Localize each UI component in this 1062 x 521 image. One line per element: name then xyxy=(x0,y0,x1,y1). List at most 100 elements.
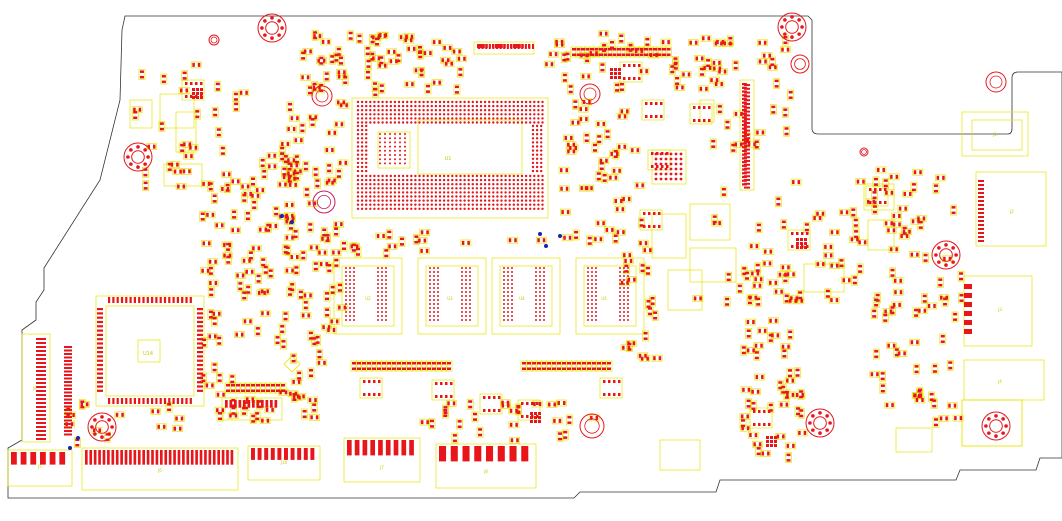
mounting-via xyxy=(797,32,801,36)
ic-ball xyxy=(659,157,663,161)
memory-ball xyxy=(591,271,593,273)
connector-pin xyxy=(270,448,275,460)
smd-pad xyxy=(756,447,761,450)
connector-pin xyxy=(225,400,228,408)
smd-pad xyxy=(302,410,307,413)
smd-pad xyxy=(357,362,361,365)
ic-ball xyxy=(654,167,658,171)
smd-outline xyxy=(420,360,428,372)
connector-pin xyxy=(370,440,375,456)
cpu-ball xyxy=(384,162,386,165)
board-outline xyxy=(7,15,1062,499)
smd-pad xyxy=(366,65,371,68)
smd-outline xyxy=(545,360,553,372)
smd-outline xyxy=(619,107,630,115)
smd-pad xyxy=(788,90,793,94)
connector-pin xyxy=(64,419,72,422)
smd-pad xyxy=(771,105,776,109)
smd-outline xyxy=(711,65,723,72)
smd-pad xyxy=(507,403,510,408)
memory-ball xyxy=(385,299,387,301)
cpu-ball xyxy=(535,153,539,156)
memory-ball xyxy=(461,311,463,313)
cpu-ball xyxy=(426,174,429,178)
smd-pad xyxy=(266,223,271,227)
smd-pad xyxy=(675,85,679,90)
smd-pad xyxy=(653,316,658,320)
smd-outline xyxy=(329,284,337,296)
smd-pad xyxy=(200,212,205,216)
smd-pad xyxy=(197,62,201,67)
smd-pad xyxy=(693,296,697,301)
smd-pad xyxy=(872,199,876,204)
smd-pad xyxy=(932,399,937,402)
connector-pin xyxy=(85,450,88,465)
smd-pad xyxy=(892,222,896,227)
memory-ball xyxy=(595,295,597,297)
connector-pin xyxy=(256,400,260,408)
smd-pad xyxy=(854,235,859,239)
memory-outline xyxy=(575,257,645,335)
cpu-ball xyxy=(492,178,495,182)
smd-pad xyxy=(256,193,260,198)
smd-pad xyxy=(313,31,318,34)
smd-pad xyxy=(259,227,262,232)
cpu-ball xyxy=(535,133,539,136)
smd-outline xyxy=(872,176,880,188)
cpu-ball xyxy=(467,207,470,210)
smd-pad xyxy=(746,399,751,403)
connector-pin xyxy=(195,450,198,465)
cpu-ball xyxy=(384,158,386,161)
cpu-ball xyxy=(529,191,532,194)
cpu-ball xyxy=(531,157,535,160)
memory-ball xyxy=(345,319,347,321)
memory-ball xyxy=(381,267,383,269)
smd-pad xyxy=(288,182,292,187)
smd-outline xyxy=(316,349,323,360)
smd-pad xyxy=(293,235,298,239)
smd-outline xyxy=(709,138,717,150)
smd-pad xyxy=(890,274,895,277)
smd-pad xyxy=(221,186,224,191)
smd-pad xyxy=(115,412,119,417)
cpu-ball xyxy=(404,133,406,135)
smd-pad xyxy=(325,148,329,153)
smd-pad xyxy=(202,344,207,347)
smd-outline xyxy=(316,359,328,367)
smd-pad xyxy=(367,367,371,370)
connector-pin xyxy=(978,228,984,230)
cpu-ball xyxy=(540,169,543,173)
smd-pad xyxy=(754,433,758,438)
smd-pad xyxy=(638,353,642,358)
memory-outline xyxy=(333,257,403,335)
smd-pad xyxy=(509,422,513,427)
connector-pin xyxy=(265,400,269,408)
smd-outline xyxy=(207,258,219,266)
smd-pad xyxy=(774,289,778,294)
cpu-ball xyxy=(418,203,421,206)
connector-pin xyxy=(378,440,383,456)
smd-pad xyxy=(774,65,777,70)
cpu-ball xyxy=(394,149,396,152)
bottom-left-connector xyxy=(7,449,73,487)
smd-pad xyxy=(852,276,857,279)
cpu-ball xyxy=(459,195,462,198)
smd-pad xyxy=(800,298,803,303)
mounting-hole xyxy=(785,20,799,34)
smd-pad xyxy=(639,218,644,222)
cpu-ball xyxy=(399,158,401,161)
cpu-ball xyxy=(488,187,491,190)
smd-outline xyxy=(651,354,663,362)
connector-pin xyxy=(36,402,46,404)
cpu-ball xyxy=(373,174,376,178)
cluster-pad xyxy=(538,416,541,419)
cpu-ball xyxy=(426,104,429,108)
connector-pin xyxy=(36,438,46,440)
cpu-ball xyxy=(471,207,474,210)
smd-outline xyxy=(558,166,570,174)
smd-pad xyxy=(412,367,416,370)
cpu-ball xyxy=(389,203,392,206)
smd-pad xyxy=(786,272,790,277)
smd-pad xyxy=(786,378,789,383)
cpu-ball xyxy=(377,109,380,112)
